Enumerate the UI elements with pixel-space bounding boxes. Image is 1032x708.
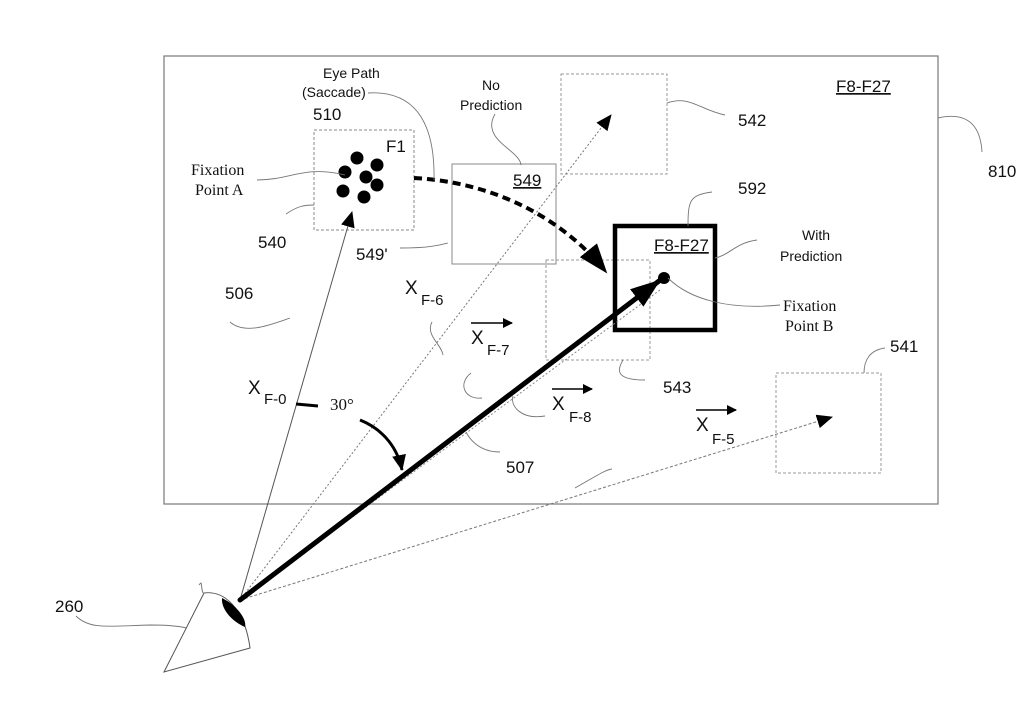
fixation-a-label-line1: Fixation [191, 162, 244, 179]
vector-label-xf6: X F-6 [405, 278, 444, 309]
no-prediction-label-line2: Prediction [460, 97, 522, 113]
with-prediction-label-line1: With [802, 227, 830, 243]
saccade-path [413, 176, 608, 274]
ref-541: 541 [890, 337, 918, 356]
svg-text:F-7: F-7 [487, 342, 510, 359]
ref-543: 543 [663, 378, 691, 397]
vector-label-xf7: X F-7 [471, 318, 513, 359]
leader-lines [75, 92, 983, 634]
ref-542: 542 [738, 111, 766, 130]
fixation-point-a-dots [336, 151, 384, 204]
angle-tick [295, 402, 319, 408]
fixation-b-label-line1: Fixation [783, 298, 836, 315]
svg-text:F-8: F-8 [569, 409, 592, 426]
region-box-542 [560, 73, 668, 175]
eye-path-label-line1: Eye Path [323, 65, 380, 81]
svg-text:F-0: F-0 [264, 391, 287, 408]
region-box-543 [545, 259, 651, 361]
region-box-541 [775, 372, 882, 474]
svg-text:X: X [405, 278, 418, 299]
ref-540: 540 [258, 233, 286, 252]
ref-549: 549 [513, 171, 541, 190]
angle-arrow [359, 418, 406, 471]
no-prediction-label-line1: No [482, 77, 500, 93]
vector-label-xf0: X F-0 [248, 378, 287, 408]
svg-text:X: X [696, 415, 709, 436]
ref-549-prime: 549' [356, 245, 388, 264]
region-box-592 [612, 223, 718, 333]
eye-path-label-line2: (Saccade) [302, 84, 366, 100]
ref-510: 510 [313, 105, 341, 124]
fixation-a-label-line2: Point A [195, 182, 244, 199]
ref-507: 507 [506, 458, 534, 477]
vector-label-xf5: X F-5 [696, 405, 737, 448]
svg-text:X: X [248, 378, 261, 399]
fixation-b-label-line2: Point B [785, 318, 833, 335]
gaze-line-xf7 [239, 289, 661, 601]
vector-label-xf8: X F-8 [552, 384, 593, 426]
ref-506: 506 [225, 284, 253, 303]
box-592-label: F8-F27 [654, 236, 709, 255]
gaze-line-xf6 [239, 114, 612, 601]
gaze-line-xf5 [239, 414, 833, 601]
angle-label: 30° [330, 395, 354, 414]
svg-text:F-5: F-5 [712, 431, 735, 448]
gaze-line-xf0 [239, 211, 355, 601]
region-box-549 [451, 163, 557, 265]
ref-592: 592 [738, 179, 766, 198]
ref-260: 260 [55, 597, 83, 616]
gaze-line-predicted-507 [237, 278, 662, 603]
svg-text:F-6: F-6 [421, 292, 444, 309]
with-prediction-label-line2: Prediction [780, 248, 842, 264]
svg-text:X: X [471, 328, 484, 349]
svg-text:X: X [552, 394, 565, 415]
eye-icon [163, 582, 251, 673]
display-label: F8-F27 [836, 77, 891, 96]
ref-810: 810 [988, 162, 1016, 181]
display-frame [163, 55, 939, 505]
f1-label: F1 [386, 137, 406, 156]
